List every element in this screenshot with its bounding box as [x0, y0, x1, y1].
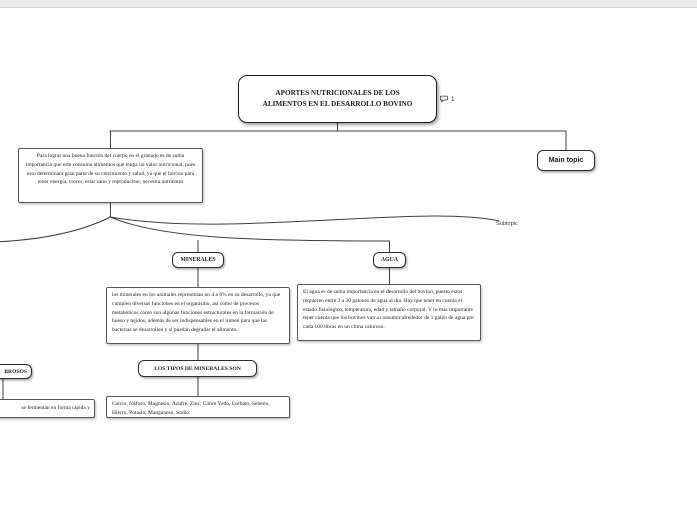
comment-count: 1 [451, 95, 455, 103]
tipos-minerales-node[interactable]: LOS TIPOS DE MINERALES SON [138, 360, 257, 377]
root-topic-node[interactable]: APORTES NUTRICIONALES DE LOS ALIMENTOS E… [238, 75, 437, 123]
minerales-description[interactable]: los minerales en los animales representa… [106, 287, 290, 344]
intro-note-text: Para lograr una buena función del cuerpo… [25, 153, 196, 186]
cutoff-branch-description-text: se fermentan en forma rápida y [21, 405, 90, 412]
comment-badge[interactable]: 1 [440, 95, 455, 103]
minerales-description-text: los minerales en los animales representa… [112, 292, 281, 334]
minerales-label: MINERALES [180, 257, 216, 263]
cutoff-branch-description[interactable]: se fermentan en forma rápida y [0, 399, 95, 418]
window-top-strip [0, 0, 697, 8]
subtopic-label-text: Subtopic [496, 221, 518, 227]
intro-note[interactable]: Para lograr una buena función del cuerpo… [18, 148, 203, 203]
tipos-minerales-label: LOS TIPOS DE MINERALES SON [154, 365, 241, 372]
cutoff-branch-label: BROSOS [4, 368, 27, 375]
agua-description-text: El agua es de suma importancia en el des… [303, 289, 475, 331]
agua-description[interactable]: El agua es de suma importancia en el des… [297, 284, 481, 341]
cutoff-branch-node[interactable]: BROSOS [0, 364, 32, 379]
subtopic-label[interactable]: Subtopic [496, 221, 518, 227]
main-topic-node[interactable]: Main topic [537, 150, 595, 171]
minerales-list-note[interactable]: Calcio, fósforo, Magnesio, Azufre, Zinc,… [106, 396, 290, 418]
root-topic-label: APORTES NUTRICIONALES DE LOS ALIMENTOS E… [262, 88, 413, 108]
comment-icon [440, 95, 448, 103]
main-topic-label: Main topic [548, 157, 584, 164]
agua-label: AGUA [380, 257, 399, 263]
minerales-list-text: Calcio, fósforo, Magnesio, Azufre, Zinc,… [112, 401, 270, 416]
agua-node[interactable]: AGUA [373, 252, 406, 268]
minerales-node[interactable]: MINERALES [172, 252, 224, 268]
